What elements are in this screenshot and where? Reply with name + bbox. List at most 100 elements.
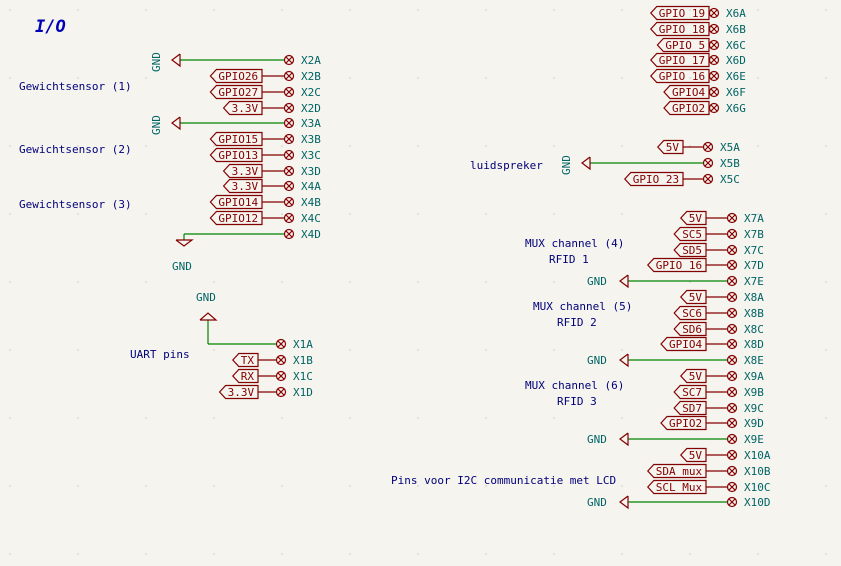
pin-ref-x5a: X5A (720, 141, 740, 154)
pin-circle-x9b (726, 386, 738, 398)
gnd-label-x3a: GND (150, 115, 163, 135)
net-label-x2b: GPIO26 (218, 70, 258, 83)
gnd-label-x5b: GND (560, 155, 573, 175)
note-rfid3: RFID 3 (557, 395, 597, 408)
pin-ref-x2d: X2D (301, 102, 321, 115)
net-label-x2c: GPIO27 (218, 86, 258, 99)
pin-circle-x8b (726, 307, 738, 319)
note-uart: UART pins (130, 348, 190, 361)
net-label-x8b: SC6 (682, 307, 702, 320)
pin-circle-x2b (283, 70, 295, 82)
net-label-x9c: SD7 (682, 402, 702, 415)
pin-circle-x9e (726, 433, 738, 445)
net-label-x9d: GPIO2 (669, 417, 702, 430)
pin-circle-x3a (283, 117, 295, 129)
pin-ref-x2a: X2A (301, 54, 321, 67)
pin-ref-x9e: X9E (744, 433, 764, 446)
pin-circle-x7d (726, 259, 738, 271)
gnd-arrow-x9e (619, 432, 629, 447)
pin-ref-x10a: X10A (744, 449, 771, 462)
net-label-x4b: GPIO14 (218, 196, 258, 209)
gnd-label-x4d: GND (172, 260, 192, 273)
pin-circle-x9d (726, 417, 738, 429)
net-label-x7c: SD5 (682, 244, 702, 257)
net-label-x5c: GPIO 23 (633, 173, 679, 186)
pin-circle-x10a (726, 449, 738, 461)
pin-circle-x5b (702, 157, 714, 169)
pin-ref-x7b: X7B (744, 228, 764, 241)
pin-circle-x7a (726, 212, 738, 224)
pin-circle-x4c (283, 212, 295, 224)
pin-ref-x4d: X4D (301, 228, 321, 241)
net-label-x7a: 5V (689, 212, 703, 225)
pin-circle-x3d (283, 165, 295, 177)
pin-circle-x2d (283, 102, 295, 114)
net-label-x6g: GPIO2 (672, 102, 705, 115)
net-label-x6d: GPIO 17 (659, 54, 705, 67)
ground-symbol (175, 239, 194, 247)
pin-circle-x8a (726, 291, 738, 303)
pin-ref-x9c: X9C (744, 402, 764, 415)
pin-ref-x6f: X6F (726, 86, 746, 99)
pin-ref-x1a: X1A (293, 338, 313, 351)
pin-circle-x9a (726, 370, 738, 382)
pin-circle-x4a (283, 180, 295, 192)
pin-ref-x6a: X6A (726, 7, 746, 20)
pin-ref-x4c: X4C (301, 212, 321, 225)
pin-circle-x4b (283, 196, 295, 208)
sheet-title: I/O (35, 17, 66, 37)
net-label-shape-x6a (649, 5, 710, 21)
pin-circle-x1d (275, 386, 287, 398)
pin-ref-x5c: X5C (720, 173, 740, 186)
net-label-x1d: 3.3V (228, 386, 255, 399)
pin-circle-x8d (726, 338, 738, 350)
pin-circle-x10c (726, 481, 738, 493)
note-mux6: MUX channel (6) (525, 379, 624, 392)
net-label-x4c: GPIO12 (218, 212, 258, 225)
pin-ref-x8a: X8A (744, 291, 764, 304)
pin-circle-x10d (726, 496, 738, 508)
gnd-arrow-x2a (171, 53, 181, 68)
pin-circle-x3c (283, 149, 295, 161)
pin-ref-x1d: X1D (293, 386, 313, 399)
wires: X2AGNDX2BGPIO26X2CGPIO27X2D3.3VX3AGNDX3B… (150, 5, 771, 510)
pin-ref-x2c: X2C (301, 86, 321, 99)
pin-ref-x8d: X8D (744, 338, 764, 351)
pin-ref-x1b: X1B (293, 354, 313, 367)
pin-ref-x7e: X7E (744, 275, 764, 288)
pin-ref-x6e: X6E (726, 70, 746, 83)
pin-circle-x3b (283, 133, 295, 145)
pin-ref-x8c: X8C (744, 323, 764, 336)
note-gewicht2: Gewichtsensor (2) (19, 143, 132, 156)
net-label-x2d: 3.3V (232, 102, 259, 115)
pin-circle-x7e (726, 275, 738, 287)
pin-ref-x8b: X8B (744, 307, 764, 320)
net-label-x6c: GPIO 5 (665, 39, 705, 52)
pin-circle-x1a (275, 338, 287, 350)
gnd-label-x10d: GND (587, 496, 607, 509)
net-label-x6a: GPIO 19 (659, 7, 705, 20)
power-flag-up (199, 312, 218, 321)
net-label-shape-x6f (663, 84, 710, 100)
pin-ref-x3d: X3D (301, 165, 321, 178)
net-label-shape-x6e (649, 68, 710, 84)
pin-ref-x9a: X9A (744, 370, 764, 383)
net-label-x4a: 3.3V (232, 180, 259, 193)
pin-ref-x9b: X9B (744, 386, 764, 399)
note-mux4: MUX channel (4) (525, 237, 624, 250)
note-rfid2: RFID 2 (557, 316, 597, 329)
pin-ref-x3c: X3C (301, 149, 321, 162)
net-label-x6e: GPIO 16 (659, 70, 705, 83)
note-luidspreker: luidspreker (470, 159, 543, 172)
net-label-x3b: GPIO15 (218, 133, 258, 146)
gnd-arrow-x10d (619, 495, 629, 510)
note-rfid1: RFID 1 (549, 253, 589, 266)
pin-ref-x7d: X7D (744, 259, 764, 272)
net-label-x9b: SC7 (682, 386, 702, 399)
gnd-label-x1a: GND (196, 291, 216, 304)
pin-circle-x10b (726, 465, 738, 477)
gnd-arrow-x8e (619, 353, 629, 368)
pin-ref-x6c: X6C (726, 39, 746, 52)
pin-ref-x3a: X3A (301, 117, 321, 130)
pin-circle-x1c (275, 370, 287, 382)
